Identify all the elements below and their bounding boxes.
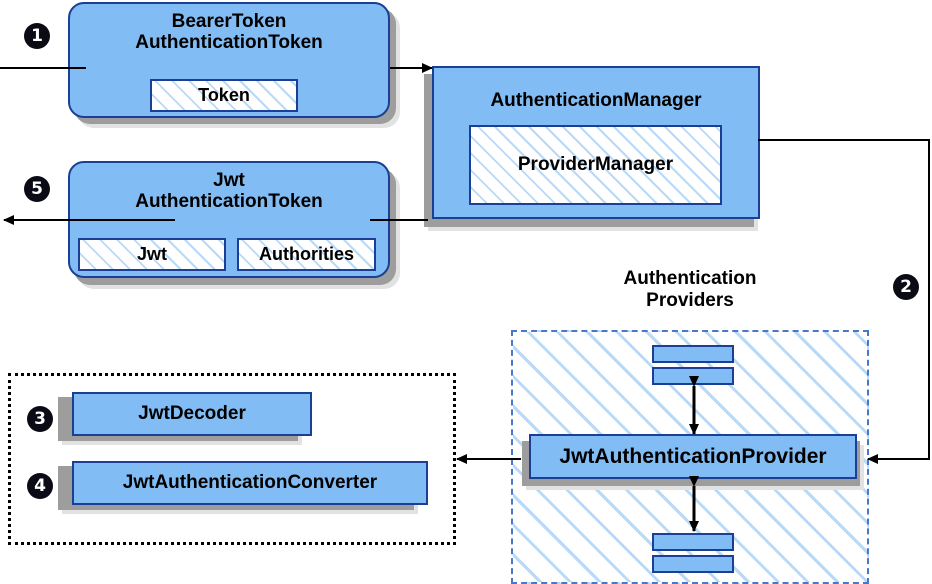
authentication-providers-caption: Authentication Providers (623, 268, 757, 311)
jwt-helpers-container (8, 373, 456, 545)
sibling-provider-bar-3 (652, 533, 734, 551)
jwt-token-title: Jwt AuthenticationToken (135, 170, 323, 213)
node-bearer-token-authentication-token[interactable]: BearerToken AuthenticationToken (68, 2, 390, 118)
node-jwt-decoder[interactable]: JwtDecoder (72, 392, 312, 436)
authentication-manager-inner-provider-manager: ProviderManager (469, 125, 722, 205)
step-badge-1: 1 (24, 23, 50, 49)
jwt-token-inner-authorities: Authorities (237, 238, 376, 271)
sibling-provider-bar-1 (652, 345, 734, 363)
sibling-provider-bar-2 (652, 367, 734, 385)
step-badge-2: 2 (893, 274, 919, 300)
step-badge-4: 4 (27, 473, 53, 499)
jwt-token-inner-jwt: Jwt (78, 238, 226, 271)
bearer-token-inner-token: Token (150, 79, 298, 112)
sibling-provider-bar-4 (652, 555, 734, 573)
node-jwt-authentication-provider[interactable]: JwtAuthenticationProvider (529, 434, 857, 479)
node-jwt-authentication-converter[interactable]: JwtAuthenticationConverter (72, 461, 428, 505)
step-badge-5: 5 (24, 176, 50, 202)
authentication-manager-title: AuthenticationManager (490, 90, 702, 111)
bearer-token-title: BearerToken AuthenticationToken (135, 11, 323, 54)
step-badge-3: 3 (27, 406, 53, 432)
